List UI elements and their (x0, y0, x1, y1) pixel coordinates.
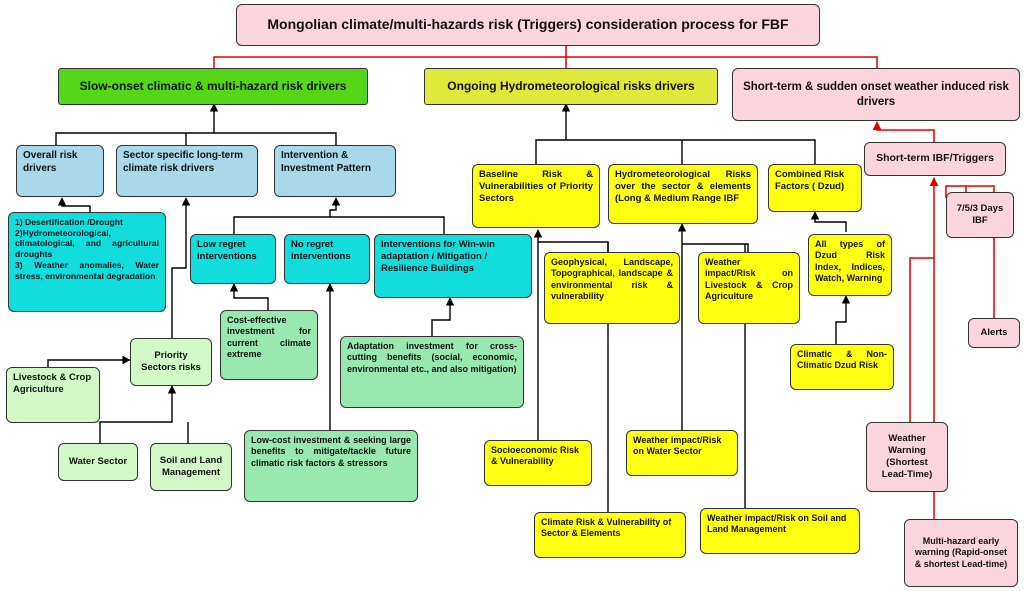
weather-water-risk: Weather impact/Risk on Water Sector (626, 430, 738, 476)
weather-soil-risk: Weather impact/Risk on Soil and Land Man… (700, 508, 860, 554)
priority-sectors-risks: Priority Sectors risks (130, 338, 212, 386)
sector-specific-drivers: Sector specific long-term climate risk d… (116, 145, 258, 197)
multi-hazard-early-warning: Multi-hazard early warning (Rapid-onset … (904, 519, 1018, 587)
header-ongoing: Ongoing Hydrometeorological risks driver… (424, 68, 718, 105)
header-short-term: Short-term & sudden onset weather induce… (732, 68, 1020, 121)
alerts: Alerts (968, 318, 1020, 348)
low-regret-interventions: Low regret interventions (190, 234, 276, 284)
soil-land-management: Soil and Land Management (150, 443, 232, 491)
climate-risk-vulnerability: Climate Risk & Vulnerability of Sector &… (534, 512, 686, 558)
header-slow-onset: Slow-onset climatic & multi-hazard risk … (58, 68, 368, 105)
cost-effective-investment: Cost-effective investment for current cl… (220, 310, 318, 380)
baseline-risk: Baseline Risk & Vulnerabilities of Prior… (472, 164, 600, 228)
socioeconomic-risk: Socioeconomic Risk & Vulnerability (484, 440, 592, 486)
overall-risk-list: 1) Desertification /Drought 2)Hydrometeo… (8, 212, 166, 312)
win-win-interventions: Interventions for Win-win adaptation / M… (374, 234, 532, 298)
intervention-pattern: Intervention & Investment Pattern (274, 145, 396, 197)
weather-warning: Weather Warning (Shortest Lead-Time) (866, 422, 948, 492)
diagram-title: Mongolian climate/multi-hazards risk (Tr… (236, 4, 820, 46)
hydromet-risks: Hydrometeorological Risks over the secto… (608, 164, 758, 224)
no-regret-interventions: No regret interventions (284, 234, 370, 284)
livestock-crop-agriculture: Livestock & Crop Agriculture (6, 367, 100, 423)
low-cost-investment: Low-cost investment & seeking large bene… (244, 430, 418, 502)
weather-livestock-risk: Weather impact/Risk on Livestock & Crop … (698, 252, 800, 324)
climatic-dzud-risk: Climatic & Non-Climatic Dzud Risk (790, 344, 894, 390)
geophysical-risk: Geophysical, Landscape, Topographical, l… (544, 252, 680, 324)
days-ibf: 7/5/3 Days IBF (946, 192, 1014, 238)
overall-risk-drivers: Overall risk drivers (16, 145, 104, 197)
combined-risk-dzud: Combined Risk Factors ( Dzud) (768, 164, 862, 212)
water-sector: Water Sector (58, 443, 138, 481)
adaptation-investment: Adaptation investment for cross-cutting … (340, 336, 524, 408)
dzud-risk-index: All types of Dzud Risk Index, Indices, W… (808, 234, 892, 296)
short-term-ibf-triggers: Short-term IBF/Triggers (864, 142, 1006, 176)
